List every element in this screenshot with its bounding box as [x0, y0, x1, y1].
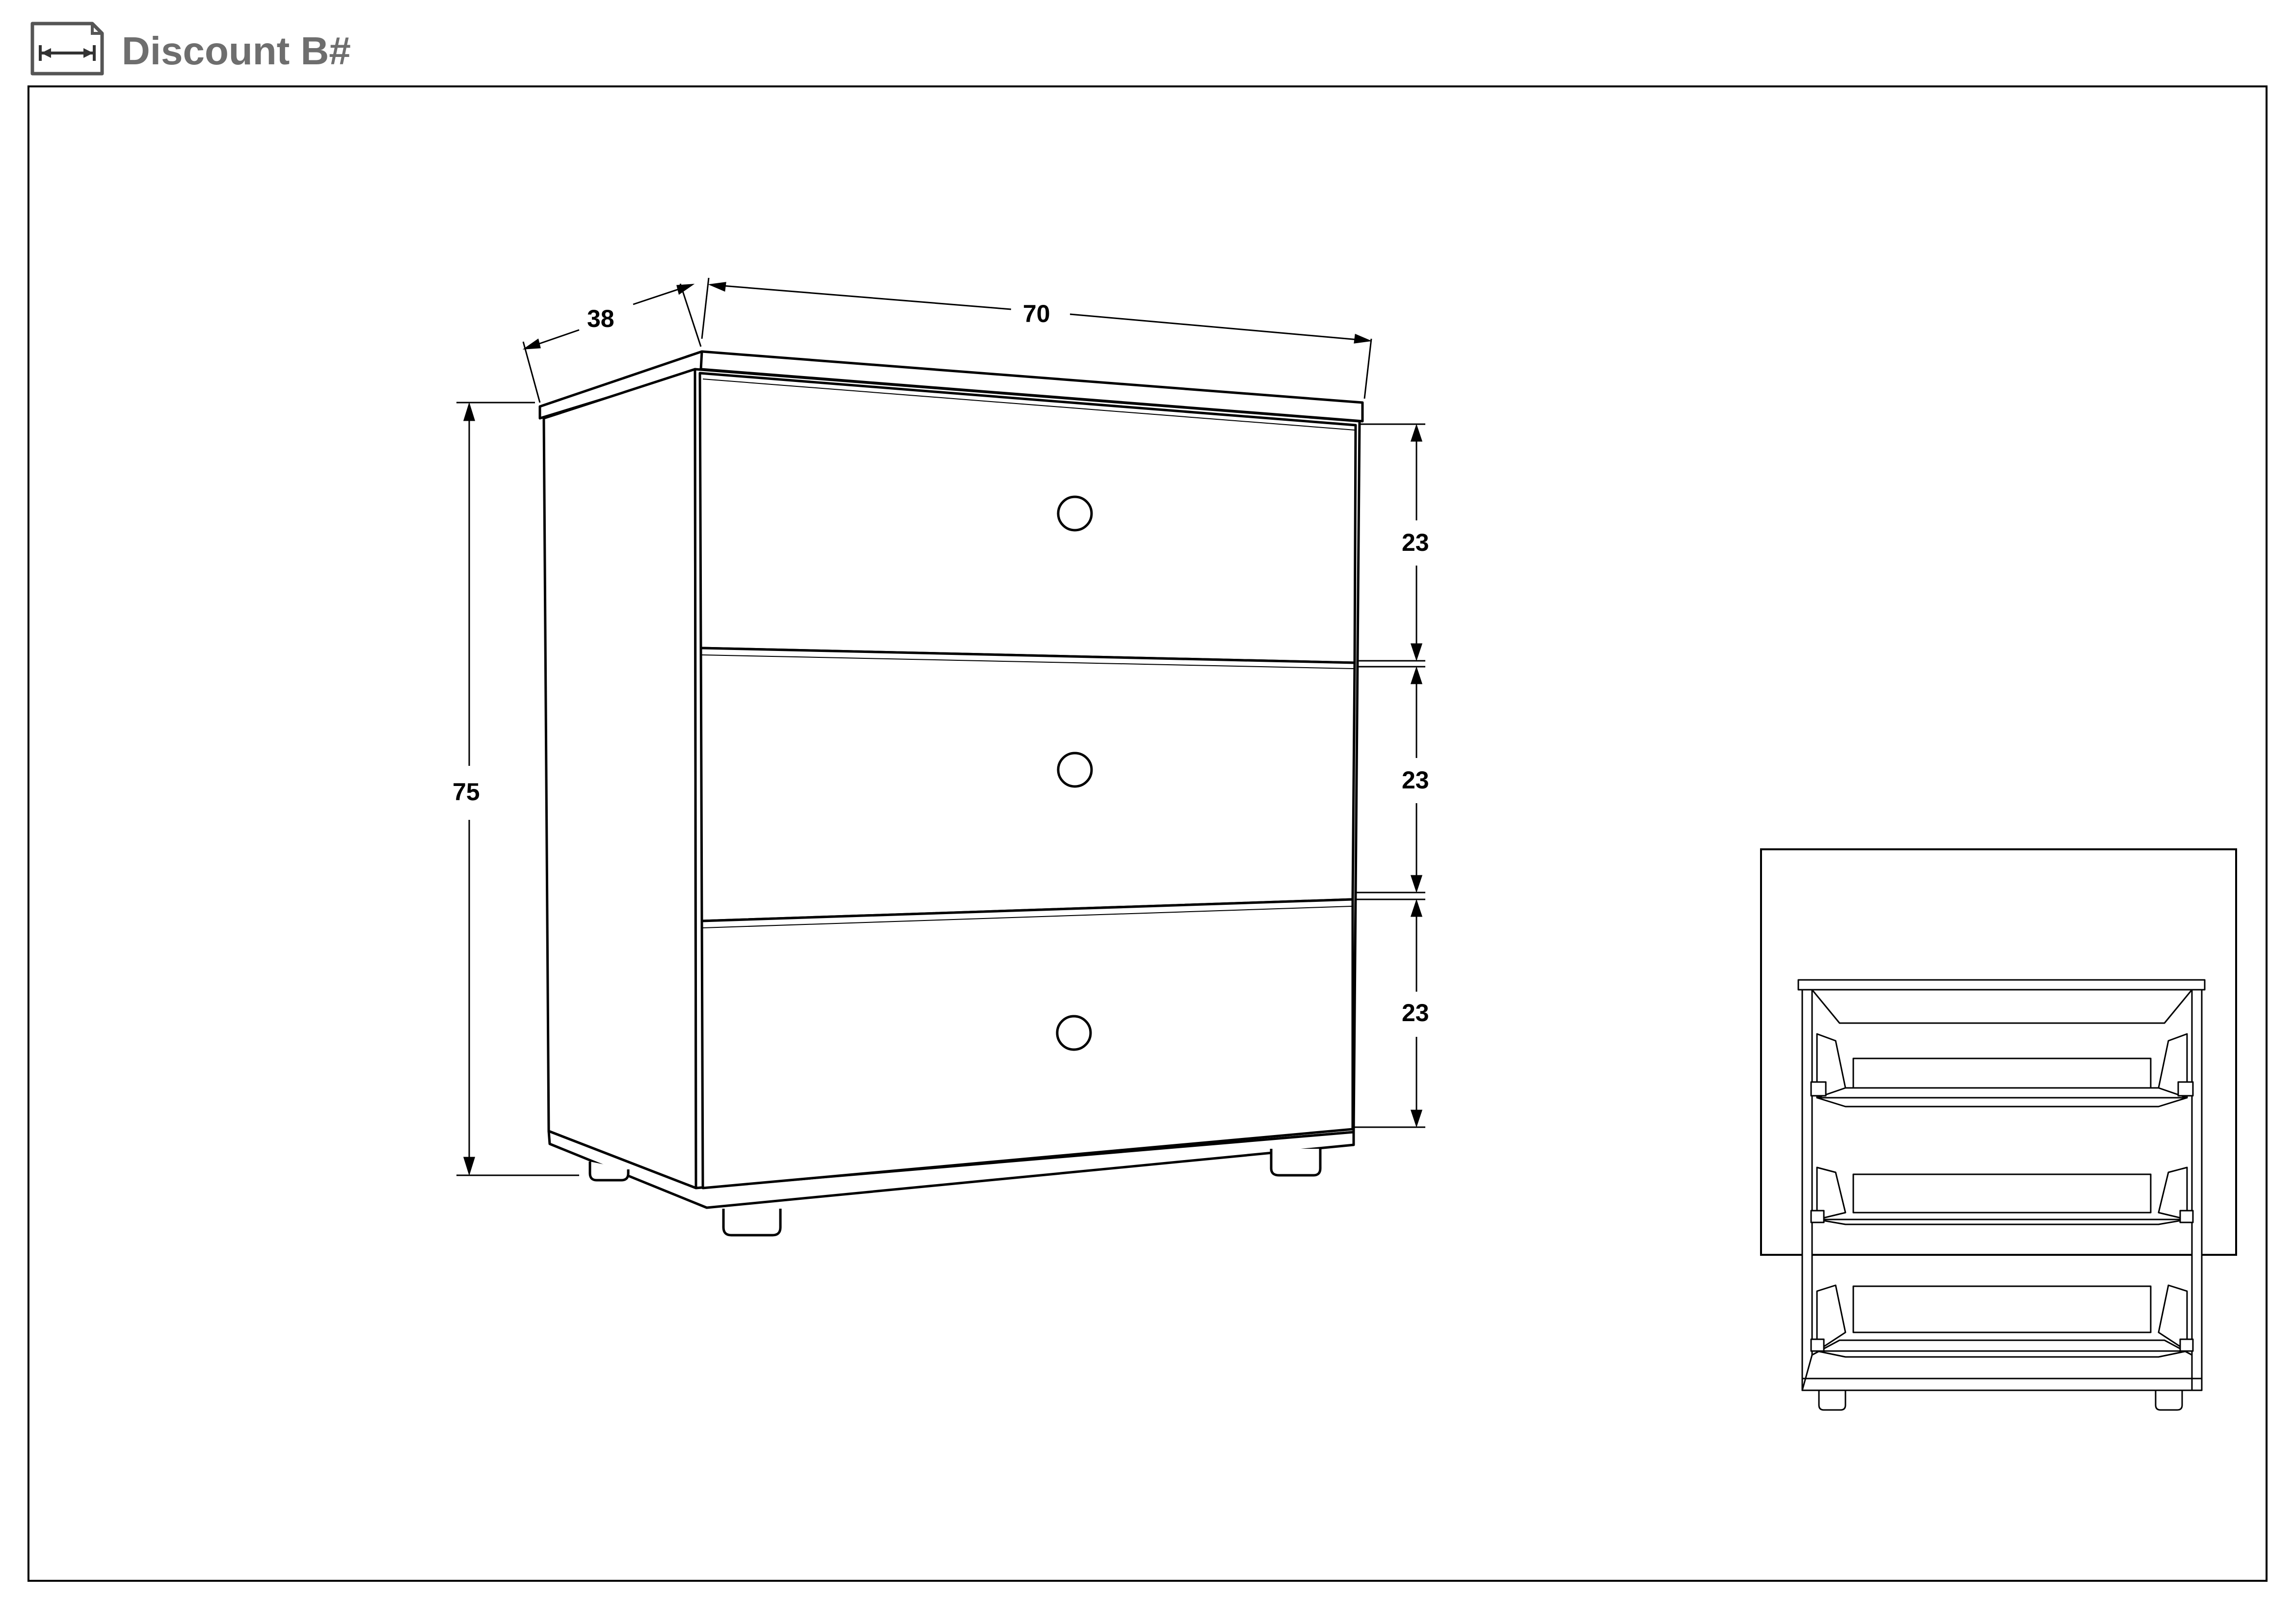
- drawer-middle: [699, 647, 1356, 922]
- inset-drawer-2-bottom: [1816, 1218, 2188, 1225]
- inset-right-panel: [2191, 989, 2203, 1391]
- dimension-lines: [456, 277, 1425, 1176]
- drawer-knob-middle: [1057, 752, 1093, 788]
- dimension-width-label: 70: [1023, 300, 1050, 327]
- main-frame: [27, 85, 2268, 1582]
- inset-foot-left: [1818, 1390, 1846, 1411]
- drawer-top: [698, 372, 1357, 664]
- dimension-width-icon: [29, 21, 105, 77]
- inset-drawer-3-right: [2158, 1284, 2188, 1352]
- inset-frame: [1760, 848, 2237, 1256]
- inset-drawer-2-right: [2158, 1166, 2188, 1220]
- inset-open-drawers-view: [1797, 979, 2206, 1411]
- inset-drawer-3-bottom: [1816, 1350, 2188, 1358]
- dresser-foot-front-left: [722, 1209, 782, 1237]
- inset-drawer-1-bottom: [1816, 1097, 2188, 1108]
- dresser-main-view: [538, 350, 1364, 1237]
- dimension-drawer-bottom-label: 23: [1402, 999, 1429, 1027]
- dimension-height-label: 75: [453, 778, 480, 806]
- dresser-foot-back-left: [588, 1162, 630, 1182]
- dresser-side-panel: [542, 368, 697, 1190]
- inset-drawer-3-left: [1816, 1284, 1846, 1352]
- dimension-drawer-top-label: 23: [1402, 529, 1429, 556]
- dresser-plinth: [547, 1130, 1355, 1209]
- dresser-foot-front-right: [1270, 1149, 1322, 1177]
- inset-left-panel: [1801, 989, 1813, 1391]
- inset-bottom-board: [1801, 1339, 2193, 1391]
- inset-foot-right: [2155, 1390, 2183, 1411]
- drawer-bottom: [700, 898, 1354, 1190]
- dimension-depth-label: 38: [587, 305, 614, 332]
- drawer-knob-top: [1057, 495, 1093, 532]
- drawer-knob-bottom: [1056, 1015, 1092, 1051]
- page-title: Discount B#: [122, 29, 351, 73]
- inset-top-board: [1797, 979, 2206, 991]
- dimension-drawer-middle-label: 23: [1402, 766, 1429, 794]
- inset-drawer-2-left: [1816, 1166, 1846, 1220]
